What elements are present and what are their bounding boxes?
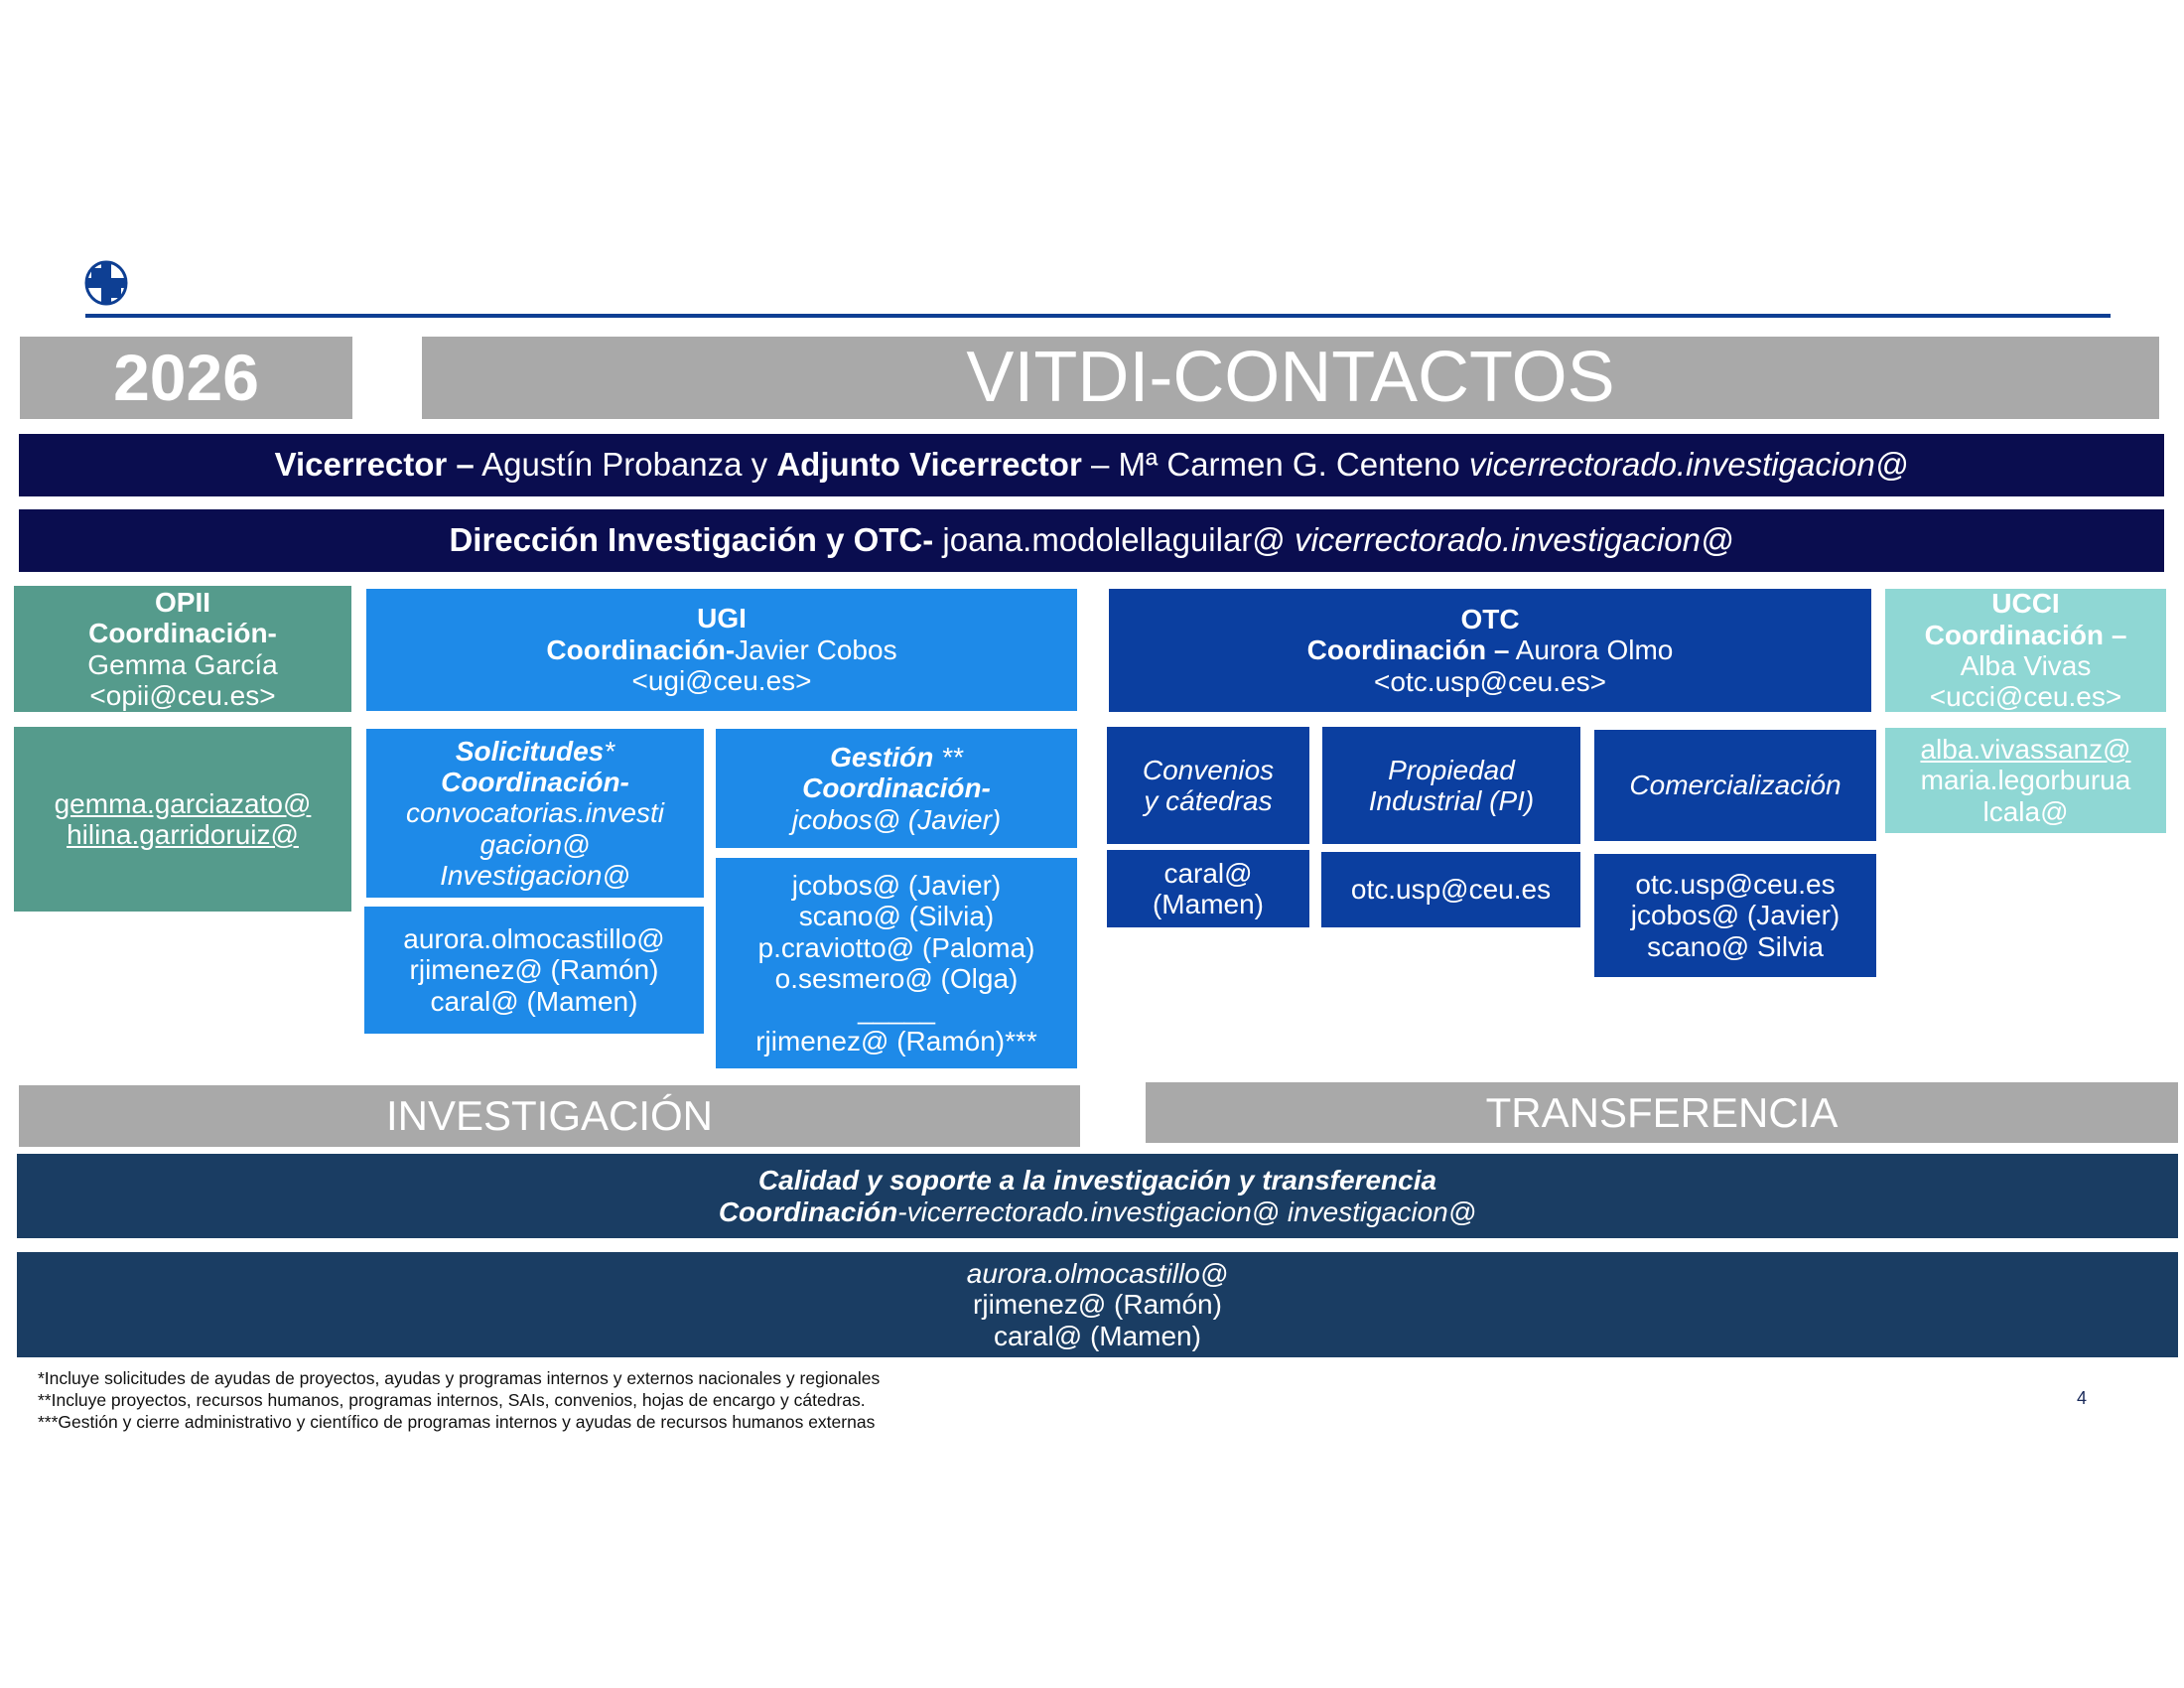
direccion-row: Dirección Investigación y OTC- joana.mod… [19, 509, 2164, 572]
gestion-coord-email[interactable]: jcobos@ (Javier) [791, 803, 1002, 835]
otc-area-propiedad: Propiedad Industrial (PI) [1322, 727, 1580, 844]
opii-coord-name: Gemma García [87, 648, 278, 680]
solicitudes-coord-label: Coordinación- [441, 766, 629, 797]
ucci-coord-label: Coordinación – [1924, 619, 2127, 650]
otc-coord-label: Coordinación – [1306, 634, 1510, 666]
gestion-title: Gestión [830, 741, 934, 773]
gestion-mark: ** [933, 741, 963, 773]
ucci-title: UCCI [1991, 588, 2060, 620]
ucci-email[interactable]: <ucci@ceu.es> [1929, 681, 2122, 713]
calidad-title: Calidad y soporte a la investigación y t… [757, 1165, 1437, 1196]
vicerrector-name: Agustín Probanza y [474, 446, 777, 484]
gestion-member[interactable]: jcobos@ (Javier) [791, 869, 1002, 901]
calidad-header: Calidad y soporte a la investigación y t… [17, 1154, 2178, 1238]
solicitudes-member[interactable]: aurora.olmocastillo@ [403, 922, 665, 954]
solicitudes-email[interactable]: gacion@ [479, 828, 591, 860]
opii-member-link[interactable]: gemma.garciazato@ [54, 787, 312, 819]
ucci-header: UCCI Coordinación – Alba Vivas <ucci@ceu… [1885, 588, 2166, 713]
otc-contact[interactable]: otc.usp@ceu.es [1350, 874, 1552, 906]
opii-members: gemma.garciazato@ hilina.garridoruiz@ [14, 727, 351, 912]
solicitudes-email[interactable]: Investigacion@ [440, 860, 630, 892]
solicitudes-mark: * [604, 735, 615, 767]
ucci-member[interactable]: lcala@ [1982, 795, 2069, 827]
page-title: VITDI-CONTACTOS [422, 337, 2159, 419]
adjunto-name: – Mª Carmen G. Centeno [1081, 446, 1469, 484]
gestion-header: Gestión ** Coordinación- jcobos@ (Javier… [716, 729, 1077, 848]
section-transferencia: TRANSFERENCIA [1146, 1082, 2178, 1143]
ugi-coord-name: Javier Cobos [735, 633, 897, 665]
direccion-email[interactable]: joana.modolellaguilar@ [933, 521, 1295, 559]
ceu-cross-logo-icon [83, 260, 129, 306]
ugi-email[interactable]: <ugi@ceu.es> [631, 665, 812, 697]
otc-contact[interactable]: scano@ Silvia [1647, 930, 1824, 962]
footnote: ***Gestión y cierre administrativo y cie… [38, 1411, 876, 1432]
calidad-member[interactable]: aurora.olmocastillo@ [966, 1257, 1229, 1289]
calidad-member[interactable]: rjimenez@ (Ramón) [973, 1289, 1222, 1321]
otc-title: OTC [1460, 603, 1520, 634]
solicitudes-title: Solicitudes [455, 735, 605, 767]
solicitudes-email[interactable]: convocatorias.investi [406, 797, 664, 829]
solicitudes-members: aurora.olmocastillo@ rjimenez@ (Ramón) c… [364, 907, 704, 1034]
otc-area-label: Convenios [1142, 754, 1275, 785]
otc-area-label: Propiedad [1388, 754, 1515, 785]
otc-contact[interactable]: otc.usp@ceu.es [1635, 868, 1836, 900]
opii-email[interactable]: <opii@ceu.es> [89, 679, 276, 711]
otc-email[interactable]: <otc.usp@ceu.es> [1374, 665, 1606, 697]
vicerrector-row: Vicerrector – Agustín Probanza y Adjunto… [19, 434, 2164, 496]
gestion-member[interactable]: o.sesmero@ (Olga) [774, 963, 1019, 994]
gestion-coord-label: Coordinación- [802, 773, 991, 804]
otc-contact: (Mamen) [1152, 889, 1264, 919]
footnotes: *Incluye solicitudes de ayudas de proyec… [38, 1368, 880, 1434]
ugi-title: UGI [697, 603, 747, 634]
gestion-member[interactable]: rjimenez@ (Ramón)*** [755, 1025, 1037, 1056]
otc-area-convenios: Convenios y cátedras [1107, 727, 1309, 844]
footnote: **Incluye proyectos, recursos humanos, p… [38, 1389, 866, 1410]
ucci-member-link[interactable]: alba.vivassanz@ [1920, 733, 2131, 765]
otc-contact[interactable]: jcobos@ (Javier) [1630, 900, 1841, 931]
solicitudes-member[interactable]: rjimenez@ (Ramón) [409, 954, 659, 986]
gestion-separator: _____ [858, 994, 935, 1026]
direccion-email-2[interactable]: vicerrectorado.investigacion@ [1294, 521, 1734, 559]
ugi-coord-label: Coordinación- [546, 633, 736, 665]
otc-contacts-comercializacion: otc.usp@ceu.es jcobos@ (Javier) scano@ S… [1594, 854, 1876, 977]
calidad-coord-emails[interactable]: -vicerrectorado.investigacion@ investiga… [897, 1196, 1477, 1227]
otc-area-label: Industrial (PI) [1368, 785, 1535, 816]
opii-header: OPII Coordinación- Gemma García <opii@ce… [14, 586, 351, 712]
otc-area-label: y cátedras [1144, 785, 1273, 816]
calidad-member[interactable]: caral@ (Mamen) [994, 1320, 1201, 1351]
solicitudes-header: Solicitudes* Coordinación- convocatorias… [366, 729, 704, 898]
opii-coord-label: Coordinación- [88, 618, 277, 649]
gestion-member[interactable]: scano@ (Silvia) [798, 901, 995, 932]
vicerrectorado-email[interactable]: vicerrectorado.investigacion@ [1468, 446, 1909, 484]
otc-area-label: Comercialización [1629, 770, 1842, 801]
direccion-role: Dirección Investigación y OTC- [449, 521, 934, 559]
calidad-coord-label: Coordinación [718, 1196, 898, 1227]
header-rule [85, 314, 2111, 318]
opii-member-link[interactable]: hilina.garridoruiz@ [67, 819, 299, 850]
otc-header: OTC Coordinación – Aurora Olmo <otc.usp@… [1109, 589, 1871, 712]
adjunto-role: Adjunto Vicerrector [776, 446, 1082, 484]
footnote: *Incluye solicitudes de ayudas de proyec… [38, 1368, 881, 1388]
otc-contact[interactable]: caral@ [1163, 857, 1253, 889]
calidad-members: aurora.olmocastillo@ rjimenez@ (Ramón) c… [17, 1252, 2178, 1357]
ucci-coord-name: Alba Vivas [1960, 650, 2092, 681]
page-number: 4 [2077, 1388, 2088, 1408]
gestion-members: jcobos@ (Javier) scano@ (Silvia) p.cravi… [716, 858, 1077, 1068]
otc-contacts-convenios: caral@ (Mamen) [1107, 850, 1309, 927]
solicitudes-member[interactable]: caral@ (Mamen) [430, 985, 638, 1017]
ucci-member[interactable]: maria.legorburua [1920, 765, 2131, 796]
ucci-members: alba.vivassanz@ maria.legorburua lcala@ [1885, 728, 2166, 833]
vicerrector-role: Vicerrector – [274, 446, 475, 484]
opii-title: OPII [154, 586, 210, 618]
year-banner: 2026 [20, 337, 352, 419]
ugi-header: UGI Coordinación-Javier Cobos <ugi@ceu.e… [366, 589, 1077, 711]
section-investigacion: INVESTIGACIÓN [19, 1085, 1080, 1147]
otc-coord-name: Aurora Olmo [1509, 634, 1674, 666]
otc-area-comercializacion: Comercialización [1594, 730, 1876, 841]
otc-contacts-propiedad: otc.usp@ceu.es [1321, 852, 1580, 927]
gestion-member[interactable]: p.craviotto@ (Paloma) [757, 931, 1035, 963]
